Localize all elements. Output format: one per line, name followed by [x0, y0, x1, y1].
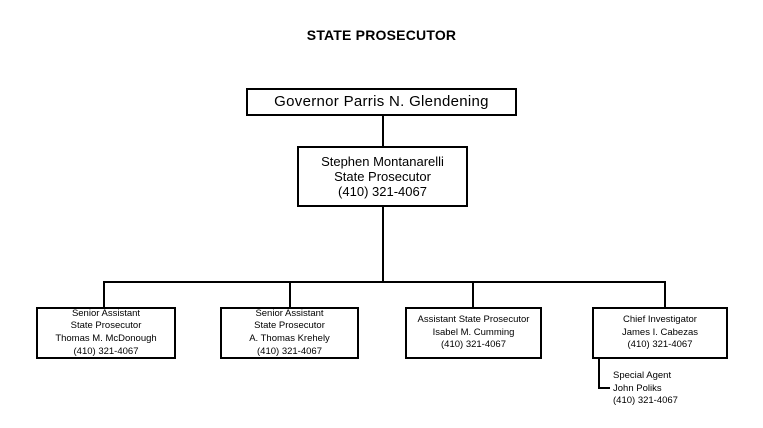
node-cabezas-line-3: (410) 321-4067: [627, 339, 693, 351]
page-title: STATE PROSECUTOR: [306, 27, 457, 43]
connector-drop-cumming: [472, 281, 474, 307]
node-krehely-line-2: State Prosecutor: [254, 320, 325, 332]
node-state-prosecutor-line-2: State Prosecutor: [334, 168, 431, 184]
connector-cabezas-to-poliks-horizontal: [598, 387, 610, 389]
node-special-agent-poliks[interactable]: Special Agent John Poliks (410) 321-4067: [613, 370, 678, 408]
node-cabezas-line-1: Chief Investigator: [623, 314, 697, 326]
node-poliks-line-3: (410) 321-4067: [613, 395, 678, 407]
node-chief-investigator-cabezas[interactable]: Chief Investigator James I. Cabezas (410…: [592, 307, 728, 359]
node-poliks-line-1: Special Agent: [613, 370, 672, 381]
node-state-prosecutor-line-3: (410) 321-4067: [338, 184, 427, 200]
connector-cabezas-to-poliks-vertical: [598, 359, 600, 389]
node-mcdonough-line-1: Senior Assistant: [71, 307, 141, 319]
node-krehely-line-1: Senior Assistant: [255, 307, 324, 319]
node-state-prosecutor-line-1: Stephen Montanarelli: [321, 153, 444, 169]
node-cumming-line-1: Assistant State Prosecutor: [417, 314, 530, 326]
node-cabezas-line-2: James I. Cabezas: [621, 326, 699, 338]
node-poliks-line-2: John Poliks: [613, 382, 662, 394]
node-cumming-line-2: Isabel M. Cumming: [432, 326, 515, 338]
connector-governor-to-prosecutor: [382, 116, 384, 146]
node-mcdonough-line-3: Thomas M. McDonough: [55, 333, 157, 344]
connector-drop-mcdonough: [103, 281, 105, 307]
node-cumming-line-3: (410) 321-4067: [441, 339, 506, 351]
connector-horizontal-bus: [103, 281, 666, 283]
connector-prosecutor-stem: [382, 207, 384, 283]
node-krehely-line-4: (410) 321-4067: [257, 345, 322, 357]
node-krehely-line-3: A. Thomas Krehely: [249, 333, 330, 344]
connector-drop-krehely: [289, 281, 291, 307]
connector-drop-cabezas: [664, 281, 666, 307]
node-mcdonough-line-2: State Prosecutor: [70, 320, 142, 332]
node-governor[interactable]: Governor Parris N. Glendening: [246, 88, 517, 116]
node-mcdonough-line-4: (410) 321-4067: [73, 345, 139, 357]
node-senior-assistant-krehely[interactable]: Senior Assistant State Prosecutor A. Tho…: [220, 307, 359, 359]
node-assistant-state-prosecutor-cumming[interactable]: Assistant State Prosecutor Isabel M. Cum…: [405, 307, 542, 359]
node-senior-assistant-mcdonough[interactable]: Senior Assistant State Prosecutor Thomas…: [36, 307, 176, 359]
node-state-prosecutor[interactable]: Stephen Montanarelli State Prosecutor (4…: [297, 146, 468, 207]
node-governor-line-1: Governor Parris N. Glendening: [274, 93, 489, 111]
